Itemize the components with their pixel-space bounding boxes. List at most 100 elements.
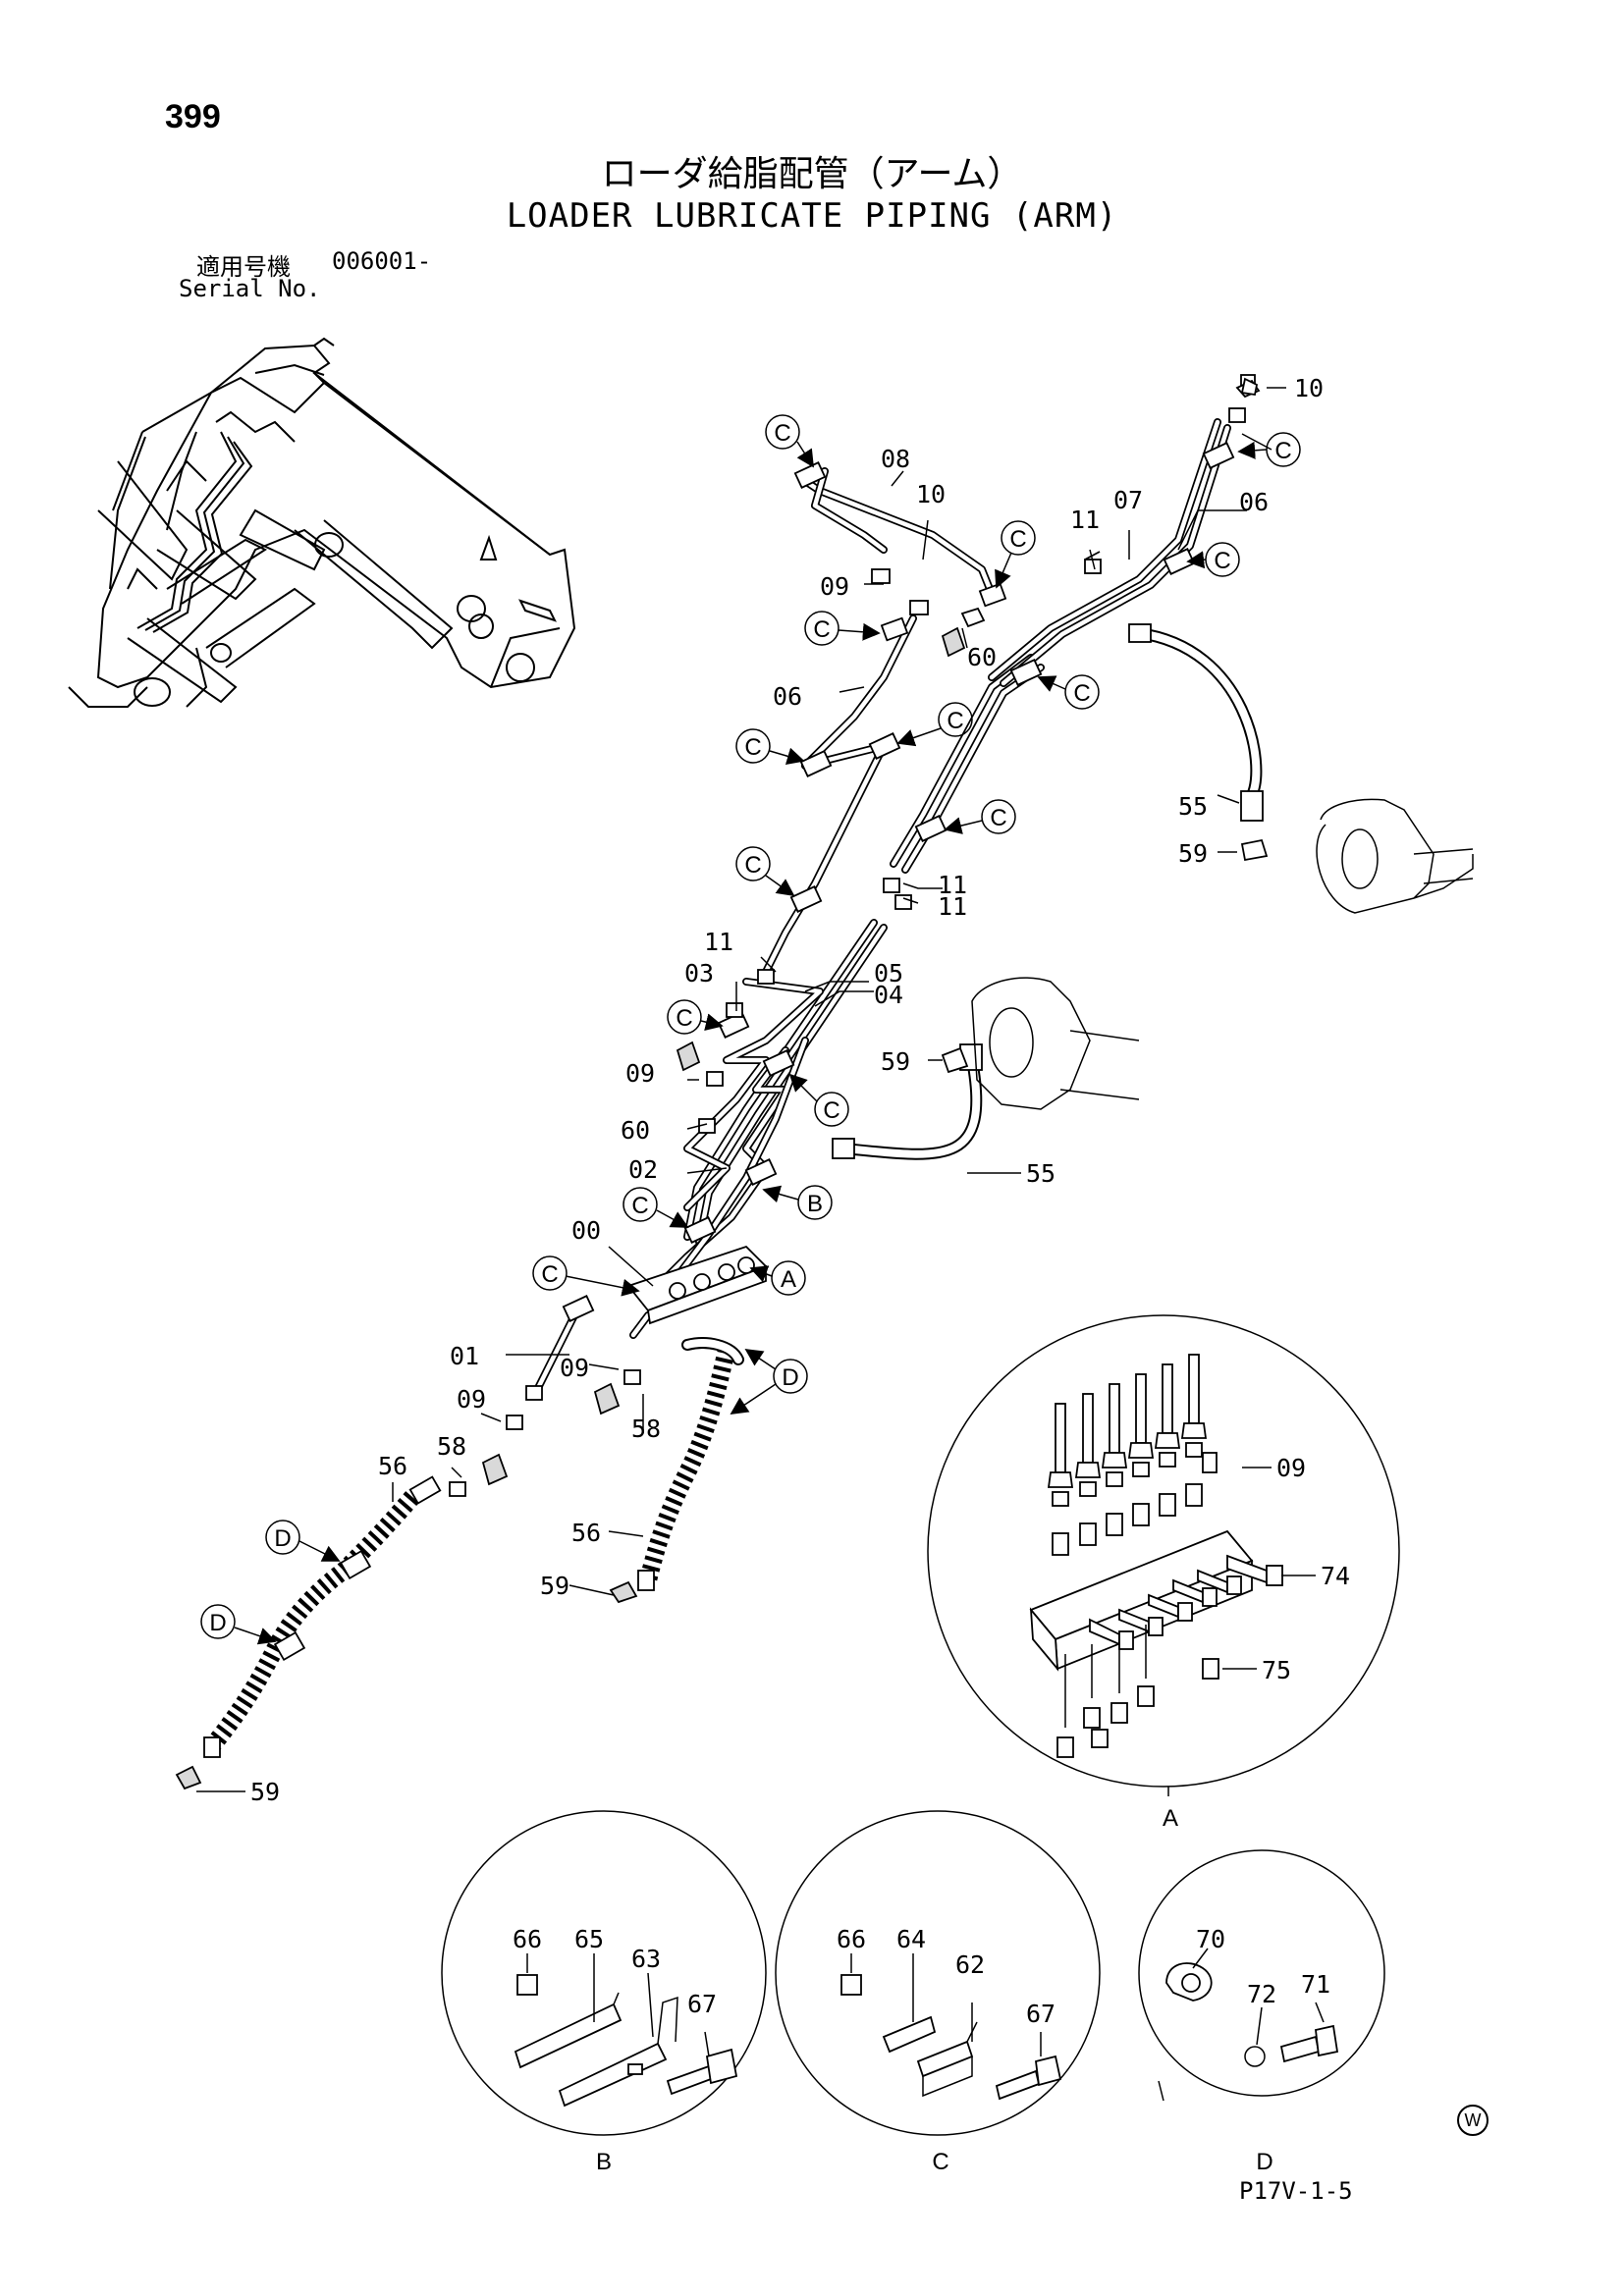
detail-b	[441, 1810, 767, 2136]
part-label-55-mid: 55	[1026, 1159, 1056, 1188]
callout-c-14: C	[532, 1255, 640, 1297]
part-label-02: 02	[628, 1155, 658, 1184]
hoses	[175, 623, 1264, 1790]
part-label-55-top: 55	[1178, 792, 1208, 821]
part-label-10-top: 10	[1294, 374, 1324, 402]
callout-c-8: C	[735, 728, 805, 766]
document-code: P17V-1-5	[1239, 2177, 1353, 2205]
svg-text:C: C	[1274, 438, 1291, 464]
svg-text:C: C	[744, 734, 761, 761]
callout-c-12: C	[788, 1073, 849, 1127]
detail-label-d: D	[1256, 2149, 1272, 2175]
part-label-09-a: 09	[560, 1354, 589, 1382]
callout-a: A	[749, 1260, 806, 1296]
svg-text:C: C	[823, 1097, 839, 1124]
callout-c-4: C	[1186, 542, 1240, 577]
svg-text:C: C	[1073, 680, 1090, 707]
part-label-06-top: 06	[1239, 488, 1269, 516]
callout-c-11: C	[667, 999, 724, 1035]
part-label-66-c: 66	[837, 1925, 866, 1953]
cylinder-ghost-upper	[1240, 798, 1474, 914]
svg-text:D: D	[782, 1364, 798, 1391]
callout-d-2: D	[265, 1520, 341, 1562]
part-label-59-right: 59	[540, 1572, 569, 1600]
loader-arm-overview	[68, 337, 576, 708]
part-label-11-b: 11	[938, 892, 967, 921]
svg-text:D: D	[209, 1610, 226, 1636]
w-corner-mark: W	[1457, 2105, 1489, 2136]
cylinder-ghost-middle	[941, 977, 1140, 1110]
part-label-11-top: 11	[1070, 506, 1100, 534]
callout-d-1: D	[730, 1349, 808, 1415]
svg-text:B: B	[807, 1191, 823, 1217]
callout-bubbles: C C C C C C C C C C C C C C B A D D D	[200, 414, 1301, 1645]
part-label-66-b: 66	[513, 1925, 542, 1953]
part-label-74: 74	[1321, 1562, 1350, 1590]
callout-c-6: C	[1037, 674, 1100, 710]
part-label-72: 72	[1247, 1980, 1276, 2008]
svg-text:C: C	[1009, 526, 1026, 553]
svg-text:C: C	[631, 1193, 648, 1219]
part-label-04: 04	[874, 981, 903, 1009]
part-label-05: 05	[874, 959, 903, 988]
part-label-09-mid: 09	[625, 1059, 655, 1088]
svg-text:C: C	[774, 420, 790, 447]
part-label-10: 10	[916, 480, 946, 508]
part-label-59-bottom: 59	[250, 1778, 280, 1806]
part-label-58-right: 58	[631, 1415, 661, 1443]
svg-text:C: C	[541, 1261, 558, 1288]
detail-label-a: A	[1163, 1805, 1178, 1832]
part-label-64: 64	[896, 1925, 926, 1953]
part-label-07: 07	[1113, 486, 1143, 514]
part-label-03: 03	[684, 959, 714, 988]
leader-lines	[196, 387, 1325, 2102]
part-label-56-right: 56	[571, 1519, 601, 1547]
part-label-60-mid: 60	[621, 1116, 650, 1145]
page-number: 399	[165, 98, 221, 135]
part-label-09-top: 09	[820, 572, 849, 601]
callout-c-5: C	[804, 611, 881, 646]
part-label-62: 62	[955, 1950, 985, 1979]
svg-text:C: C	[813, 616, 830, 643]
part-label-67-c: 67	[1026, 2000, 1056, 2028]
serial-label-japanese: 適用号機	[196, 253, 291, 281]
detail-c	[775, 1810, 1101, 2136]
part-label-06: 06	[773, 682, 802, 711]
detail-a	[927, 1314, 1400, 1788]
serial-number-value: 006001-	[332, 247, 432, 275]
detail-d	[1138, 1849, 1385, 2097]
callout-c-1: C	[765, 414, 814, 468]
part-label-56-left: 56	[378, 1452, 407, 1480]
callout-c-13: C	[623, 1187, 689, 1228]
part-label-08: 08	[881, 445, 910, 473]
part-label-65: 65	[574, 1925, 604, 1953]
detail-label-c: C	[932, 2149, 948, 2175]
callout-c-10: C	[735, 846, 795, 897]
part-label-59-mid: 59	[881, 1047, 910, 1076]
svg-text:C: C	[744, 852, 761, 879]
part-label-00: 00	[571, 1216, 601, 1245]
svg-text:D: D	[274, 1525, 291, 1552]
page-title-english: LOADER LUBRICATE PIPING (ARM)	[506, 196, 1118, 236]
page-title-japanese: ローダ給脂配管（アーム）	[601, 154, 1023, 194]
main-piping-assembly	[449, 374, 1261, 1497]
part-label-11-left: 11	[704, 928, 733, 956]
callout-c-3: C	[995, 520, 1036, 589]
serial-label-english: Serial No.	[179, 275, 321, 302]
part-label-58-left: 58	[437, 1432, 466, 1461]
part-label-60-top: 60	[967, 643, 997, 671]
part-label-09-b: 09	[457, 1385, 486, 1414]
callout-b: B	[762, 1185, 833, 1220]
detail-label-b: B	[596, 2149, 612, 2175]
callout-d-3: D	[200, 1604, 277, 1645]
part-labels: 10 08 10 11 07 06 09 60 06 55 59 11 11 1…	[250, 374, 1350, 2175]
svg-text:C: C	[947, 708, 963, 734]
callout-c-7: C	[896, 702, 973, 747]
part-label-63: 63	[631, 1945, 661, 1973]
part-label-67-b: 67	[687, 1990, 717, 2018]
part-label-11-a: 11	[938, 871, 967, 899]
svg-text:A: A	[781, 1266, 796, 1293]
callout-c-2: C	[1237, 432, 1301, 467]
svg-text:C: C	[1214, 548, 1230, 574]
